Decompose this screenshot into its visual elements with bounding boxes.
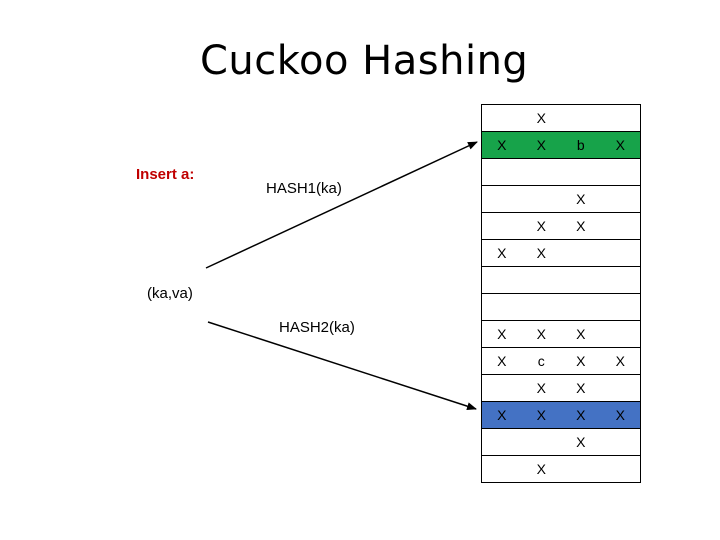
table-cell (601, 213, 641, 239)
table-cell: X (576, 326, 586, 342)
table-row (481, 293, 641, 321)
table-cell: X (536, 407, 546, 423)
table-cell: X (536, 110, 546, 126)
pair-label: (ka,va) (147, 285, 193, 302)
table-row (481, 266, 641, 294)
table-row (481, 158, 641, 186)
hash1-arrow (205, 141, 478, 269)
table-cell: X (536, 326, 546, 342)
table-cell: X (576, 434, 586, 450)
table-cell (561, 294, 601, 320)
table-cell (561, 159, 601, 185)
table-cell: X (576, 191, 586, 207)
table-cell (482, 267, 522, 293)
table-cell: X (536, 461, 546, 477)
table-cell (482, 159, 522, 185)
table-row: X (481, 185, 641, 213)
table-row: X (481, 104, 641, 132)
table-cell (601, 456, 641, 482)
table-row: X (481, 428, 641, 456)
table-cell: X (536, 245, 546, 261)
table-cell (482, 456, 522, 482)
table-cell: X (497, 245, 507, 261)
table-cell: X (576, 380, 586, 396)
table-cell (601, 159, 641, 185)
insert-label: Insert a: (136, 166, 195, 183)
table-cell (522, 294, 562, 320)
table-cell (561, 456, 601, 482)
hash2-label: HASH2(ka) (279, 319, 355, 336)
table-cell (482, 294, 522, 320)
table-cell (601, 186, 641, 212)
table-cell: X (615, 407, 625, 423)
table-cell: X (497, 326, 507, 342)
table-cell (522, 267, 562, 293)
table-cell: X (536, 380, 546, 396)
table-cell (522, 159, 562, 185)
table-cell: X (576, 407, 586, 423)
table-cell: X (536, 137, 546, 153)
table-cell: X (576, 218, 586, 234)
table-cell (482, 429, 522, 455)
table-cell (482, 375, 522, 401)
table-cell (601, 105, 641, 131)
table-cell: b (576, 137, 585, 153)
hash2-arrow (207, 321, 477, 411)
table-cell (601, 267, 641, 293)
table-cell (601, 240, 641, 266)
table-cell: X (536, 218, 546, 234)
page-title: Cuckoo Hashing (200, 38, 529, 84)
table-cell (482, 186, 522, 212)
table-cell (601, 321, 641, 347)
table-cell: X (576, 353, 586, 369)
table-cell (561, 240, 601, 266)
table-cell (522, 429, 562, 455)
table-cell (601, 375, 641, 401)
table-cell (482, 213, 522, 239)
table-cell: c (537, 353, 545, 369)
table-cell: X (497, 353, 507, 369)
table-cell: X (615, 137, 625, 153)
table-cell: X (615, 353, 625, 369)
table-cell (522, 186, 562, 212)
table-cell (601, 429, 641, 455)
hash1-label: HASH1(ka) (266, 180, 342, 197)
table-cell (561, 267, 601, 293)
table-cell (482, 105, 522, 131)
table-cell: X (497, 137, 507, 153)
table-cell (561, 105, 601, 131)
table-cell (601, 294, 641, 320)
table-cell: X (497, 407, 507, 423)
table-row: X (481, 455, 641, 483)
